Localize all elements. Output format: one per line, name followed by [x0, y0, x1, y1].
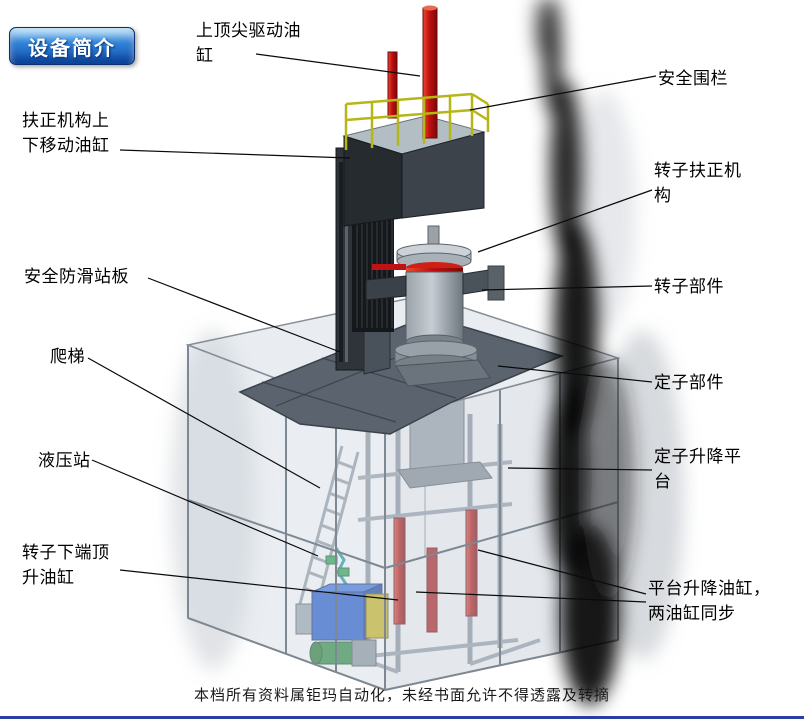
footer-rule: [0, 716, 804, 719]
rotor-assembly: [365, 225, 505, 387]
leader-lines: [87, 53, 657, 603]
centering-move-cylinders: [339, 162, 348, 362]
title-badge: 设备简介: [9, 27, 135, 65]
label-safety-fence: 安全围栏: [658, 69, 728, 88]
top-drive-cylinder: [387, 5, 438, 139]
label-centering-move-cylinder: 扶正机构上下移动油缸: [22, 111, 110, 155]
label-antislip-board: 安全防滑站板: [24, 267, 129, 286]
platform-lift-cylinders: [393, 509, 478, 625]
stator-top-flange: [394, 340, 491, 387]
label-rotor-centering: 转子扶正机构: [654, 161, 742, 205]
label-top-drive-cylinder: 上顶尖驱动油缸: [196, 21, 301, 65]
label-rotor-parts: 转子部件: [654, 277, 724, 296]
footer-disclaimer: 本档所有资料属钜玛自动化，未经书面允许不得透露及转摘: [193, 688, 610, 704]
label-hydraulic-station: 液压站: [38, 451, 91, 470]
label-ladder: 爬梯: [50, 347, 85, 366]
label-stator-platform: 定子升降平台: [654, 447, 742, 491]
label-stator-parts: 定子部件: [654, 373, 724, 392]
safety-fence: [344, 92, 490, 150]
hydraulic-station: [295, 547, 389, 667]
rotor-jack-cylinder: [426, 547, 438, 633]
label-rotor-jack-cylinder: 转子下端顶升油缸: [22, 543, 110, 587]
label-platform-cylinders: 平台升降油缸，两油缸同步: [648, 579, 771, 623]
title-badge-label: 设备简介: [28, 37, 116, 60]
dark-smudge: [535, 0, 634, 705]
head-block: [342, 115, 486, 227]
rotor-centering-mechanism: [365, 265, 505, 301]
